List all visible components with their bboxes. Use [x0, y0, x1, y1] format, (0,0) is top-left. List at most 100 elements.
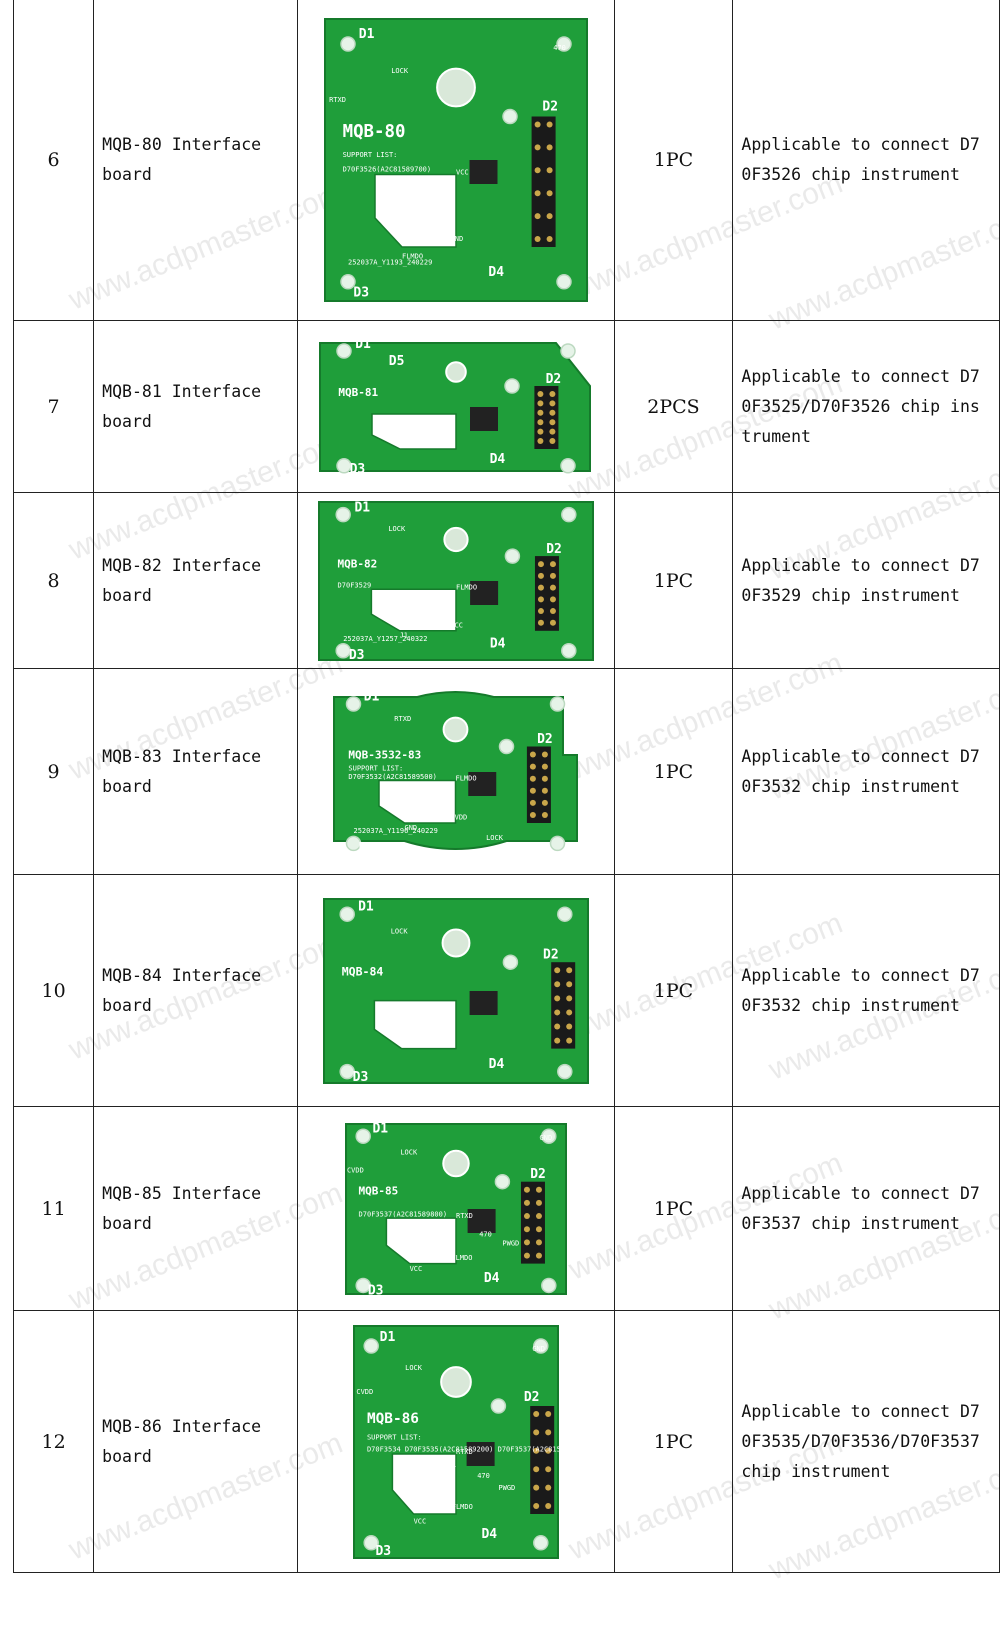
led-dot: [498, 738, 515, 754]
led-dot: [559, 457, 576, 474]
silk-label: D4: [481, 1527, 497, 1542]
silk-label: VCC: [456, 168, 469, 176]
silk-label: D4: [489, 452, 505, 467]
product-name-line: board: [102, 411, 152, 431]
product-name-line: MQB-82 Interface: [102, 555, 262, 575]
silk-label: D1: [354, 500, 370, 515]
row-number: 9: [12, 668, 95, 875]
led-dot: [549, 835, 566, 851]
silk-model: MQB-80: [342, 121, 405, 141]
silk-label: CVDD: [451, 813, 468, 821]
silk-label: VCC: [413, 1517, 426, 1525]
quantity: 1PC: [613, 668, 734, 875]
led-dot: [503, 377, 520, 394]
product-name-line: board: [102, 164, 152, 184]
led-dot: [494, 1173, 510, 1189]
silk-label: D3: [349, 461, 365, 476]
silk-label: D2: [545, 372, 561, 387]
led-dot: [335, 342, 352, 359]
silk-label: J1: [399, 631, 407, 639]
description: Applicable to connect D70F3535/D70F3536/…: [732, 1310, 1000, 1573]
led-dot: [559, 342, 576, 359]
silk-label: D4: [483, 1270, 499, 1285]
screw-icon: [444, 360, 467, 383]
silk-model: MQB-85: [358, 1184, 398, 1197]
silk-label: D2: [523, 1390, 539, 1405]
pin-header: [534, 555, 559, 631]
silk-chip: D70F3526(A2C81589700): [342, 165, 431, 173]
silk-model: MQB-82: [337, 557, 377, 570]
led-dot: [504, 547, 520, 564]
silk-label: D4: [488, 1056, 504, 1071]
led-dot: [540, 1127, 557, 1144]
board-cutout: [370, 588, 457, 632]
board-cutout: [373, 999, 457, 1049]
pin-header: [520, 1181, 545, 1264]
row-number: 6: [12, 0, 95, 321]
silk-label: PWGD: [498, 1484, 515, 1492]
silk-label: GND: [450, 235, 463, 243]
led-dot: [335, 506, 351, 522]
product-name: MQB-80 Interface board: [93, 0, 298, 321]
product-name-line: MQB-80 Interface: [102, 134, 262, 154]
silk-label: D1: [372, 1121, 388, 1136]
led-dot: [502, 953, 518, 970]
led-dot: [555, 273, 572, 290]
silk-label: RESET: [429, 188, 451, 196]
description-text: Applicable to connect D70F3535/D70F3536/…: [741, 1401, 980, 1481]
silk-label: D3: [367, 1283, 383, 1298]
silk-label: D3: [353, 285, 369, 300]
pin-header: [531, 116, 556, 247]
led-dot: [556, 1063, 573, 1079]
screw-icon: [442, 716, 469, 742]
ic-chip: [467, 1208, 496, 1233]
silk-label: LOCK: [486, 834, 504, 842]
silk-label: CVDD: [347, 1166, 364, 1174]
silk-chip: D70F3534 D70F3535(A2C81589200) D70F3537(…: [367, 1445, 562, 1453]
silk-model: MQB-86: [367, 1410, 419, 1426]
board-cutout: [391, 1452, 457, 1515]
product-name-line: MQB-81 Interface: [102, 381, 262, 401]
led-dot: [540, 1277, 557, 1293]
product-name-line: board: [102, 776, 152, 796]
led-dot: [345, 835, 362, 851]
silk-label: RESET: [427, 594, 449, 602]
ic-chip: [469, 406, 498, 431]
description-text: Applicable to connect D70F3537 chip inst…: [741, 1183, 980, 1233]
board-cutout: [378, 779, 457, 824]
silk-model: MQB-81: [338, 385, 378, 398]
silk-label: FLMDO: [456, 583, 477, 591]
silk-label: D2: [546, 541, 562, 556]
silk-label: GND: [405, 823, 418, 831]
quantity: 1PC: [613, 874, 734, 1107]
pin-header: [527, 746, 552, 823]
silk-label: 470: [477, 1472, 490, 1480]
silk-label: D3: [375, 1543, 391, 1558]
led-dot: [339, 35, 356, 52]
product-name: MQB-81 Interface board: [93, 320, 298, 493]
board-cutout: [370, 412, 457, 450]
ic-chip: [468, 771, 497, 796]
silk-label: D2: [542, 99, 558, 114]
silk-label: D3: [348, 648, 364, 663]
description: Applicable to connect D70F3525/D70F3526 …: [732, 320, 1000, 493]
silk-label: D2: [537, 732, 553, 747]
description-text: Applicable to connect D70F3529 chip inst…: [741, 555, 980, 605]
description-text: Applicable to connect D70F3525/D70F3526 …: [741, 366, 980, 446]
product-name-line: board: [102, 995, 152, 1015]
silk-label: PWGD: [502, 1239, 519, 1247]
